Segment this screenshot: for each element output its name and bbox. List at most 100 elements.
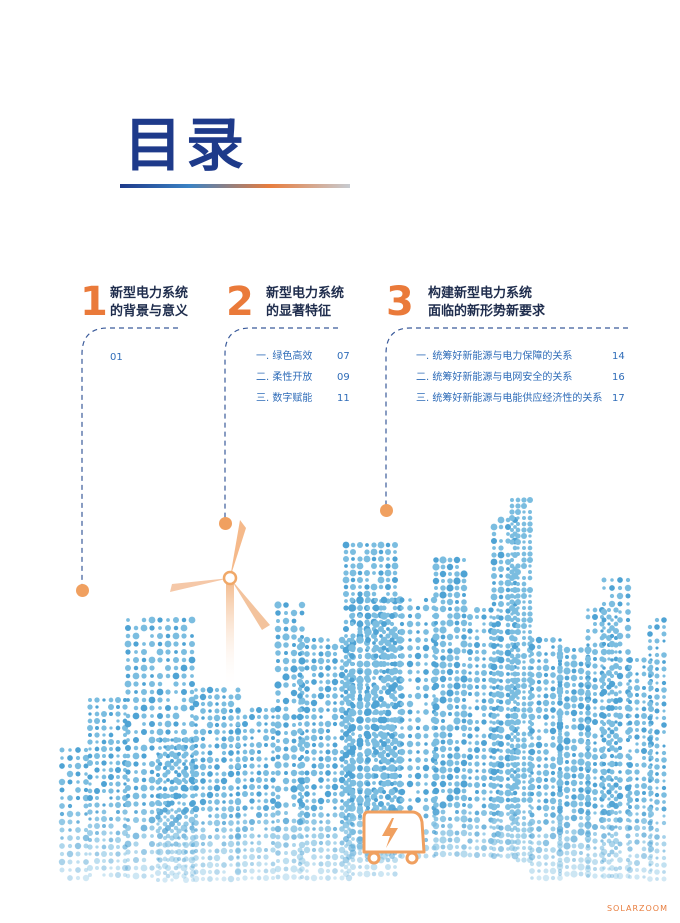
city-dot <box>235 861 241 867</box>
city-dot <box>236 820 240 824</box>
city-dot <box>448 607 452 611</box>
section-3-item-2[interactable]: 二. 统筹好新能源与电网安全的关系 <box>416 372 573 383</box>
city-dot <box>363 660 371 668</box>
city-dot <box>384 709 392 717</box>
city-dot <box>270 826 276 832</box>
city-dot <box>509 539 515 545</box>
city-dot <box>169 814 175 820</box>
city-dot <box>333 666 337 670</box>
city-dot <box>95 726 99 730</box>
city-dot <box>356 740 364 748</box>
section-2-item-1[interactable]: 一. 绿色高效 <box>256 351 313 362</box>
city-dot <box>184 850 188 854</box>
city-dot <box>617 825 623 831</box>
city-dot <box>577 737 585 745</box>
city-dot <box>364 628 372 636</box>
section-2-item-1-page[interactable]: 07 <box>337 351 350 362</box>
city-dot <box>564 801 570 807</box>
city-dot <box>606 670 612 676</box>
city-dot <box>527 707 533 713</box>
section-2-item-3-page[interactable]: 11 <box>337 393 350 404</box>
city-dot <box>207 764 213 770</box>
city-dot <box>432 694 436 698</box>
city-dot <box>177 752 181 756</box>
city-dot <box>572 718 576 722</box>
city-dot <box>448 817 452 821</box>
connector-dot-2 <box>219 517 232 530</box>
city-dot <box>510 528 514 532</box>
city-dot <box>141 857 147 863</box>
city-dot <box>510 792 514 796</box>
section-2-item-2[interactable]: 二. 柔性开放 <box>256 372 313 383</box>
city-dot <box>365 717 371 723</box>
section-3-item-3-page[interactable]: 17 <box>612 393 625 404</box>
city-dot <box>365 645 371 651</box>
city-dot <box>397 773 403 779</box>
city-dot <box>371 871 377 877</box>
section-2-item-3[interactable]: 三. 数字赋能 <box>256 393 313 404</box>
city-dot <box>454 676 460 682</box>
city-dot <box>654 708 660 714</box>
city-dot <box>66 850 74 858</box>
city-dot <box>648 849 652 853</box>
city-dot <box>87 760 93 766</box>
section-1-page[interactable]: 01 <box>110 352 123 363</box>
city-dot <box>332 791 338 797</box>
city-dot <box>602 586 606 590</box>
city-dot <box>439 591 447 599</box>
city-dot <box>551 715 555 719</box>
city-dot <box>641 741 647 747</box>
section-2-item-2-page[interactable]: 09 <box>337 372 350 383</box>
city-dot <box>577 688 585 696</box>
section-3-item-2-page[interactable]: 16 <box>612 372 625 383</box>
city-dot <box>94 851 100 857</box>
city-dot <box>141 657 147 663</box>
city-dot <box>282 817 290 825</box>
city-dot <box>434 726 438 730</box>
city-dot <box>584 870 592 878</box>
city-dot <box>222 870 226 874</box>
city-dot <box>88 698 92 702</box>
city-dot <box>339 665 345 671</box>
city-dot <box>150 634 154 638</box>
city-dot <box>634 853 640 859</box>
city-dot <box>439 836 447 844</box>
city-dot <box>170 759 174 763</box>
city-dot <box>530 876 534 880</box>
city-dot <box>311 819 317 825</box>
city-dot <box>467 614 473 620</box>
city-dot <box>271 876 275 880</box>
city-dot <box>446 773 454 781</box>
city-dot <box>275 754 281 760</box>
city-dot <box>221 827 227 833</box>
city-dot <box>332 812 338 818</box>
city-dot <box>521 623 527 629</box>
city-dot <box>529 658 535 664</box>
city-dot <box>654 694 660 700</box>
city-dot <box>365 605 371 611</box>
city-dot <box>291 658 297 664</box>
city-dot <box>59 787 65 793</box>
city-dot <box>373 597 379 603</box>
city-dot <box>163 871 167 875</box>
city-dot <box>434 761 438 765</box>
section-3-item-1[interactable]: 一. 统筹好新能源与电力保障的关系 <box>416 351 573 362</box>
city-dot <box>356 756 364 764</box>
city-dot <box>475 755 479 759</box>
lightning-bolt-icon <box>382 818 398 848</box>
city-dot <box>399 653 405 659</box>
city-dot <box>235 833 241 839</box>
city-dot <box>180 624 188 632</box>
city-dot <box>357 845 363 851</box>
city-dot <box>182 722 186 726</box>
city-dot <box>593 671 597 675</box>
city-dot <box>537 869 541 873</box>
city-dot <box>174 650 178 654</box>
city-dot <box>381 645 387 651</box>
section-3-item-1-page[interactable]: 14 <box>612 351 625 362</box>
section-3-item-3[interactable]: 三. 统筹好新能源与电能供应经济性的关系 <box>416 393 603 404</box>
city-dot <box>95 810 99 814</box>
city-dot <box>250 771 254 775</box>
city-dot <box>556 863 564 871</box>
city-dot <box>357 709 363 715</box>
